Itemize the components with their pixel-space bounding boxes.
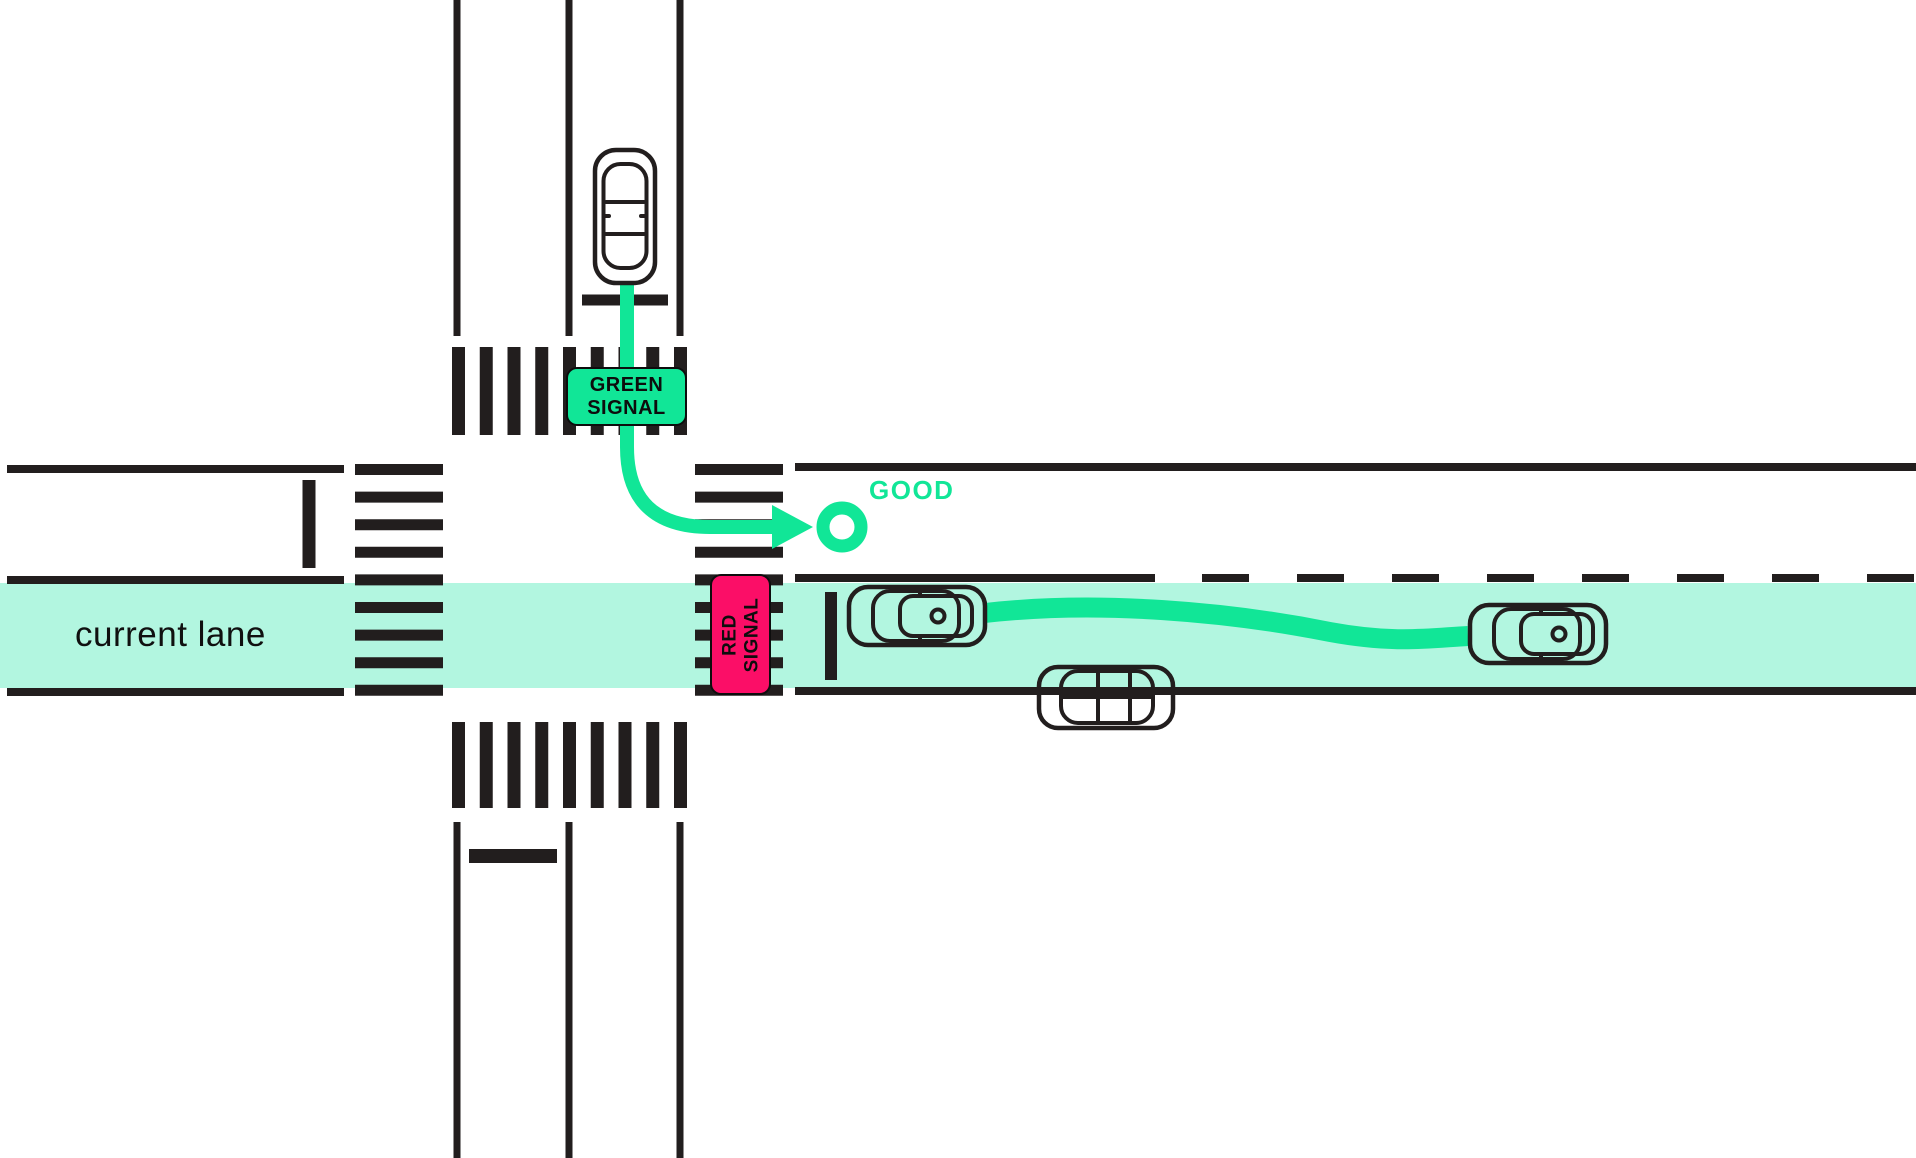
driver-dot bbox=[1550, 625, 1568, 643]
driver-dot bbox=[929, 607, 947, 625]
ego-car-after-turn-icon bbox=[846, 584, 988, 648]
green-signal-line1: GREEN bbox=[589, 373, 664, 396]
current-lane-label: current lane bbox=[75, 615, 266, 654]
road-north bbox=[453, 0, 684, 336]
obstacle-car-icon bbox=[1036, 664, 1176, 731]
planned-path bbox=[983, 597, 1469, 650]
turn-arrow-head bbox=[772, 505, 813, 549]
road-south bbox=[453, 822, 684, 1158]
waypoint-donut-icon bbox=[816, 501, 868, 553]
red-signal-line1: RED bbox=[718, 613, 740, 656]
red-signal-badge: RED SIGNAL bbox=[710, 574, 771, 695]
green-signal-badge: GREEN SIGNAL bbox=[566, 367, 687, 426]
red-signal-rotated-text: RED SIGNAL bbox=[710, 574, 771, 695]
turn-arrow-shaft bbox=[620, 283, 778, 534]
good-label: GOOD bbox=[869, 475, 955, 505]
turn-arrow-icon bbox=[620, 283, 813, 549]
green-signal-line2: SIGNAL bbox=[587, 396, 666, 419]
road-west bbox=[7, 465, 344, 696]
ego-car-ahead-icon bbox=[1467, 602, 1609, 666]
ego-car-north-icon bbox=[592, 147, 658, 286]
road-east bbox=[795, 463, 1916, 695]
red-signal-line2: SIGNAL bbox=[740, 597, 762, 672]
